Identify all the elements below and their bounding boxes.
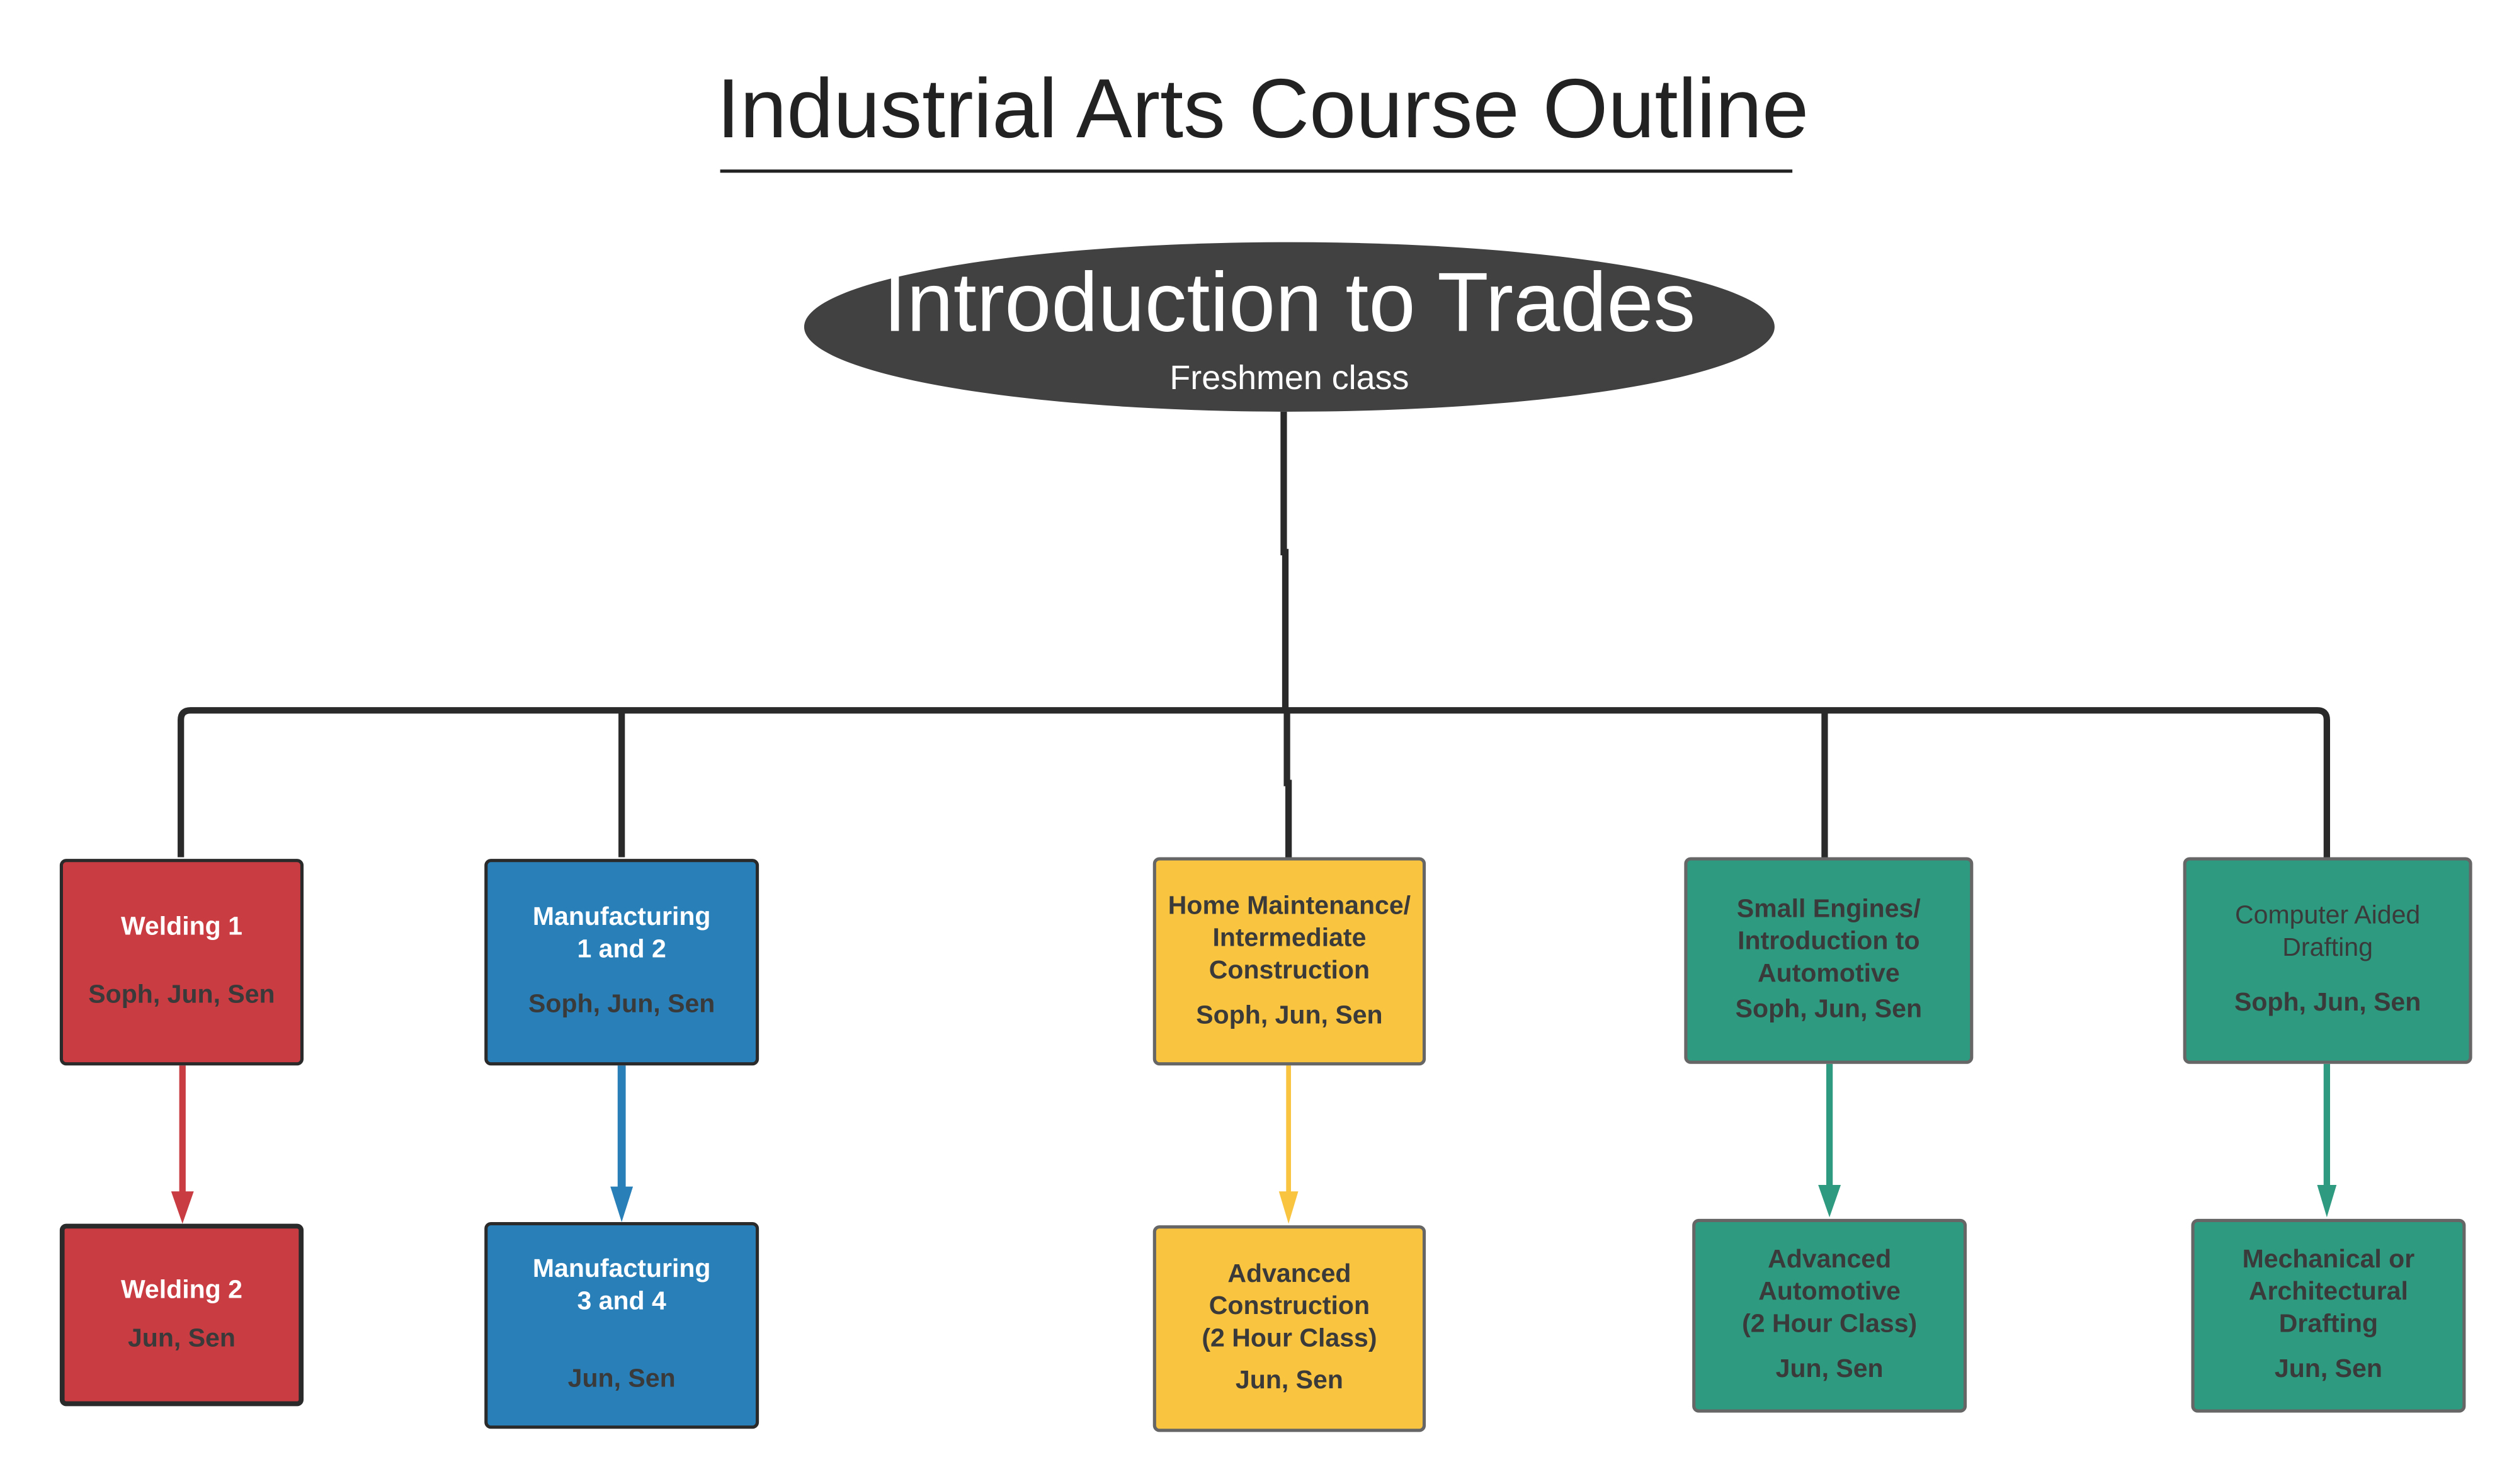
course-title: Small Engines/ Introduction to Automotiv… xyxy=(1736,896,1921,988)
node-welding-2[interactable]: Welding 2 Jun, Sen xyxy=(59,1223,304,1407)
course-years: Soph, Jun, Sen xyxy=(528,991,715,1019)
course-years: Soph, Jun, Sen xyxy=(1196,1002,1383,1029)
arrowhead-construction xyxy=(1278,1191,1299,1224)
course-title: Manufacturing 3 and 4 xyxy=(532,1255,711,1316)
node-manufacturing-3-4[interactable]: Manufacturing 3 and 4 Jun, Sen xyxy=(484,1222,759,1429)
root-connector xyxy=(1280,411,1289,711)
root-node-introduction-to-trades[interactable]: Introduction to Trades Freshmen class xyxy=(804,242,1775,412)
node-manufacturing-1-2[interactable]: Manufacturing 1 and 2 Soph, Jun, Sen xyxy=(484,859,759,1066)
node-home-maintenance[interactable]: Home Maintenance/ Intermediate Construct… xyxy=(1152,857,1426,1066)
course-years: Soph, Jun, Sen xyxy=(1735,996,1923,1024)
arrowhead-automotive xyxy=(1818,1185,1841,1218)
node-welding-1[interactable]: Welding 1 Soph, Jun, Sen xyxy=(59,859,304,1066)
course-years: Jun, Sen xyxy=(2274,1356,2382,1384)
course-years: Jun, Sen xyxy=(567,1366,676,1393)
course-years: Jun, Sen xyxy=(127,1324,236,1352)
course-title: Advanced Automotive (2 Hour Class) xyxy=(1742,1246,1918,1339)
course-years: Jun, Sen xyxy=(1235,1367,1343,1395)
node-advanced-automotive[interactable]: Advanced Automotive (2 Hour Class) Jun, … xyxy=(1692,1218,1967,1413)
title-underline xyxy=(720,169,1793,173)
course-title: Welding 1 xyxy=(120,914,242,941)
arrowhead-manufacturing xyxy=(610,1186,634,1223)
diagram-title: Industrial Arts Course Outline xyxy=(717,62,1809,157)
root-title: Introduction to Trades xyxy=(883,256,1696,351)
course-title: Computer Aided Drafting xyxy=(2235,902,2421,963)
course-title: Manufacturing 1 and 2 xyxy=(532,903,711,964)
drop-construction xyxy=(1283,710,1292,858)
course-years: Soph, Jun, Sen xyxy=(2234,989,2421,1017)
course-title: Mechanical or Architectural Drafting xyxy=(2242,1246,2415,1339)
root-subtitle: Freshmen class xyxy=(1169,360,1409,397)
node-small-engines[interactable]: Small Engines/ Introduction to Automotiv… xyxy=(1684,857,1974,1064)
node-mechanical-architectural-drafting[interactable]: Mechanical or Architectural Drafting Jun… xyxy=(2191,1218,2466,1413)
course-years: Soph, Jun, Sen xyxy=(88,981,275,1009)
branch-bar xyxy=(178,707,2330,858)
node-advanced-construction[interactable]: Advanced Construction (2 Hour Class) Jun… xyxy=(1152,1225,1426,1432)
course-years: Jun, Sen xyxy=(1775,1356,1884,1384)
course-title: Home Maintenance/ Intermediate Construct… xyxy=(1168,892,1411,984)
node-computer-aided-drafting[interactable]: Computer Aided Drafting Soph, Jun, Sen xyxy=(2183,857,2472,1064)
arrowhead-welding xyxy=(171,1191,194,1224)
arrowhead-drafting xyxy=(2317,1185,2337,1218)
course-title: Advanced Construction (2 Hour Class) xyxy=(1202,1260,1377,1353)
course-title: Welding 2 xyxy=(120,1276,242,1304)
